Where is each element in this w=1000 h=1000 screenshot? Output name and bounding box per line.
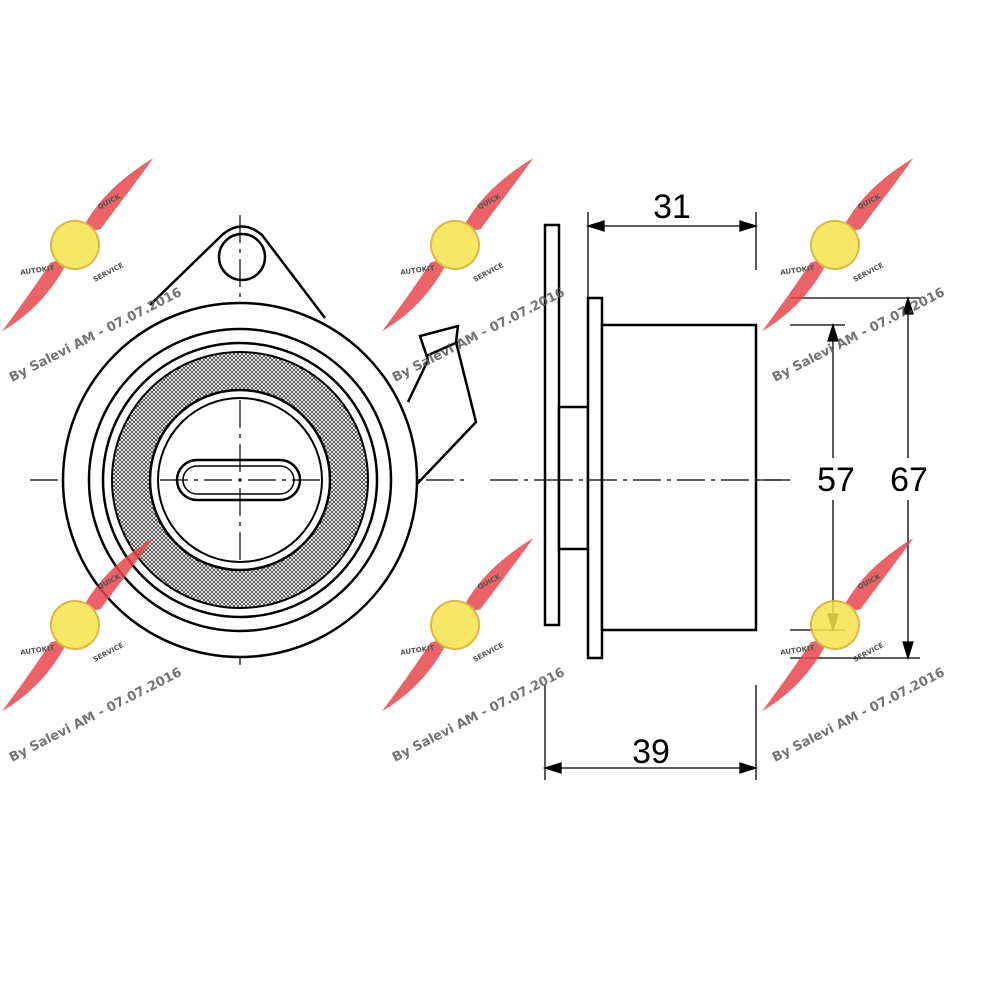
mounting-ear xyxy=(149,225,326,319)
logo-badge xyxy=(430,220,480,270)
dim39-label: 39 xyxy=(632,733,670,771)
pulley-outer-ring xyxy=(87,327,393,633)
wing-right xyxy=(80,538,154,614)
mounting-plate xyxy=(543,223,561,627)
side-view xyxy=(490,223,790,660)
pulley-body xyxy=(600,323,758,632)
wing-left xyxy=(762,636,830,712)
dim67-label: 67 xyxy=(890,461,928,499)
ear-hole xyxy=(217,232,267,282)
wing-left xyxy=(2,256,70,332)
dim31-label: 31 xyxy=(653,188,691,226)
wing-left xyxy=(382,636,450,712)
logo-text-bottom: SERVICE xyxy=(852,261,885,284)
dim67-arrow-top xyxy=(902,295,914,315)
logo-text-bottom: SERVICE xyxy=(472,641,505,664)
logo-badge xyxy=(810,600,860,650)
logo-badge xyxy=(50,220,100,270)
pulley-rim xyxy=(101,341,379,619)
wing-right xyxy=(840,538,914,614)
dim31-arrow-right xyxy=(739,220,759,232)
logo-badge xyxy=(430,600,480,650)
dim67-arrow-bottom xyxy=(902,641,914,661)
logo-text-bottom: SERVICE xyxy=(852,641,885,664)
logo-text-bottom: SERVICE xyxy=(92,261,125,284)
wing-right xyxy=(80,158,154,234)
dim57-label: 57 xyxy=(817,461,855,499)
front-view xyxy=(30,215,478,665)
logo-badge xyxy=(50,600,100,650)
adjuster-lever-edge xyxy=(425,340,459,358)
logo-text-bottom: SERVICE xyxy=(92,641,125,664)
wing-right xyxy=(840,158,914,234)
adjuster-lever xyxy=(406,324,478,485)
logo-text-bottom: SERVICE xyxy=(472,261,505,284)
wing-left xyxy=(382,256,450,332)
dim57-arrow-top xyxy=(827,322,839,342)
dim31-arrow-left xyxy=(585,220,605,232)
pulley-flange xyxy=(586,296,604,660)
dim39-arrow-right xyxy=(739,762,759,774)
wing-right xyxy=(460,538,534,614)
watermark-logo: AUTOKIT QUICK SERVICE xyxy=(2,158,154,332)
wing-left xyxy=(762,256,830,332)
dim39-arrow-left xyxy=(542,762,562,774)
wing-left xyxy=(2,636,70,712)
logo-badge xyxy=(810,220,860,270)
spacer-hub xyxy=(557,405,590,551)
wing-right xyxy=(460,158,534,234)
